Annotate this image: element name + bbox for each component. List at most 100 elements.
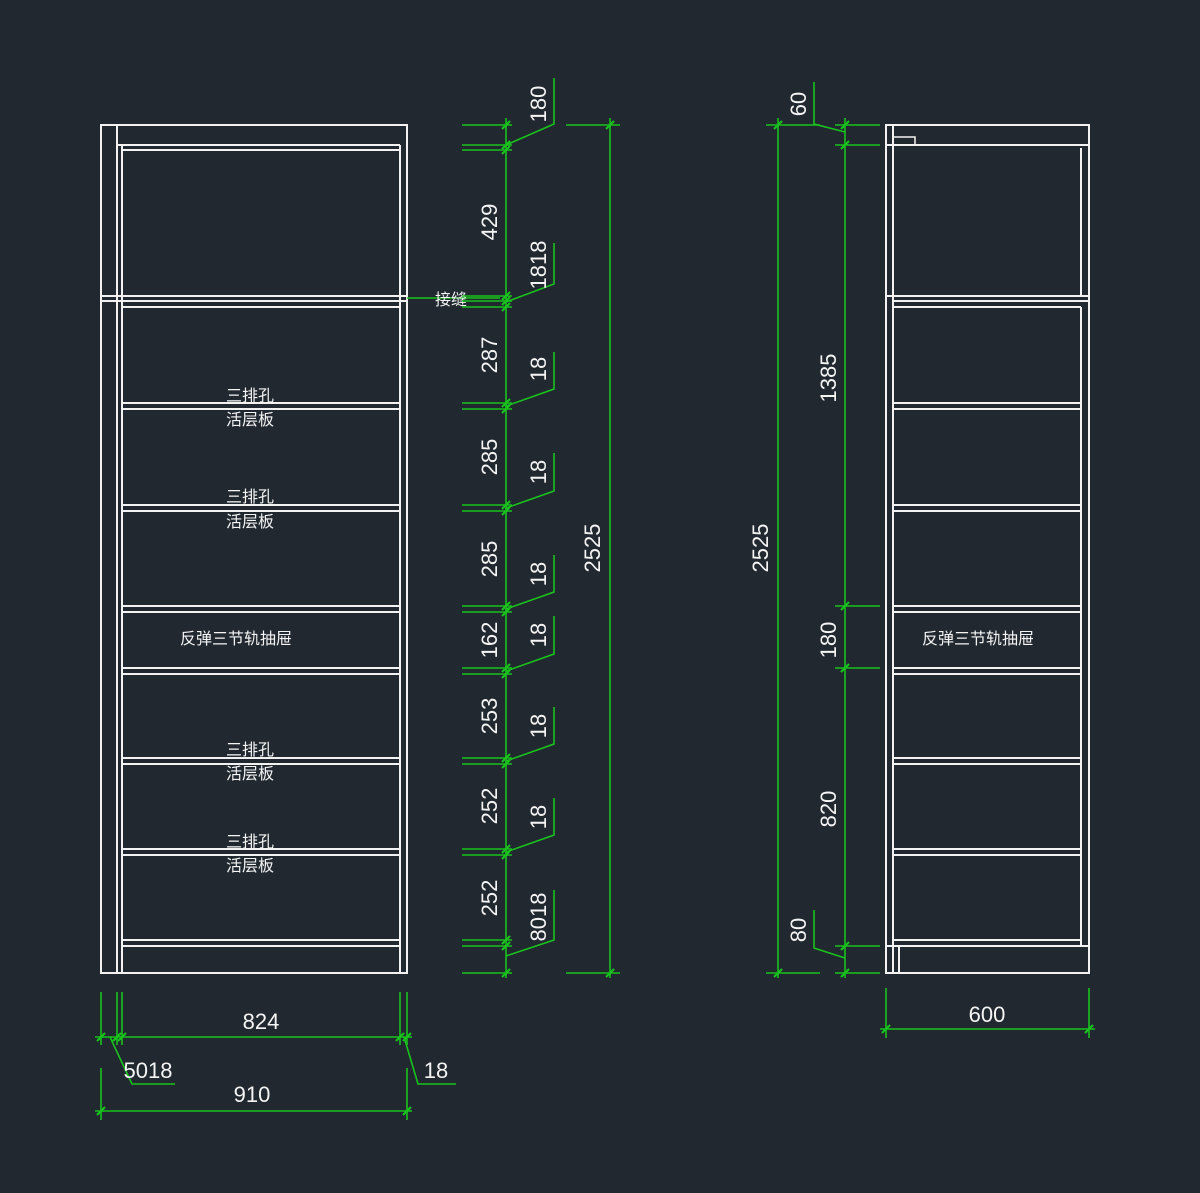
dimension-tick-mark	[840, 663, 850, 673]
leader-shelf-2	[505, 453, 555, 509]
dimension-tick-mark	[501, 500, 511, 510]
dimension-tick-mark	[840, 140, 850, 150]
dim-space-6: 252	[477, 788, 502, 825]
dimension-tick-mark	[501, 291, 511, 301]
dim-front-total-height: 2525	[580, 524, 605, 573]
leader-18-right	[403, 1036, 456, 1085]
dim-shelf-2: 18	[526, 460, 551, 484]
dim-side-lower: 820	[816, 791, 841, 828]
shelf-label-2-line2: 活层板	[226, 512, 274, 531]
dimension-tick-mark	[501, 398, 511, 408]
dimension-tick-mark	[402, 1032, 412, 1042]
dimension-tick-mark	[117, 1032, 127, 1042]
dim-shelf-4: 18	[526, 623, 551, 647]
dim-space-4: 285	[477, 541, 502, 578]
dimension-tick-mark	[501, 296, 511, 306]
dim-space-1: 429	[477, 204, 502, 241]
dimension-tick-mark	[840, 120, 850, 130]
dimension-tick-mark	[501, 941, 511, 951]
leader-shelf-5	[505, 707, 555, 762]
shelf-label-4-line2: 活层板	[226, 856, 274, 875]
dimension-tick-mark	[501, 850, 511, 860]
leader-5018	[109, 1036, 175, 1085]
dimension-tick-mark	[605, 120, 615, 130]
leader-bottom-8018	[505, 890, 555, 957]
dimension-tick-mark	[501, 404, 511, 414]
dimension-tick-mark	[773, 120, 783, 130]
dimension-tick-mark	[112, 1032, 122, 1042]
dimension-tick-mark	[501, 145, 511, 155]
side-top-detail	[893, 136, 916, 145]
leader-side-60	[813, 82, 846, 133]
shelf-label-4-line1: 三排孔	[226, 832, 274, 851]
dimension-tick-mark	[501, 753, 511, 763]
dimension-tick-mark	[1084, 1024, 1094, 1034]
side-view-cabinet	[885, 124, 1090, 974]
leader-side-80	[813, 910, 846, 959]
dimension-tick-mark	[501, 759, 511, 769]
dim-side-drawer: 180	[816, 622, 841, 659]
leader-shelf-6	[505, 798, 555, 853]
front-view-labels: 三排孔 活层板 三排孔 活层板 反弹三节轨抽屉 三排孔 活层板 三排孔 活层板 …	[180, 290, 500, 875]
dim-space-7: 252	[477, 880, 502, 917]
dimension-tick-mark	[501, 663, 511, 673]
dimension-tick-mark	[501, 968, 511, 978]
dimension-tick-mark	[501, 607, 511, 617]
dim-left-side: 5018	[124, 1058, 173, 1083]
front-bottom-dimensions: 824 5018 18 910	[95, 992, 456, 1120]
dim-drawer-space: 162	[477, 622, 502, 659]
front-vertical-dimensions: 180 429 1818 287 18 285 18 285 18 162 18…	[462, 78, 620, 978]
dim-shelf-6: 18	[526, 805, 551, 829]
dimension-tick-mark	[501, 844, 511, 854]
dim-side-top: 60	[786, 92, 811, 116]
dimension-tick-mark	[402, 1106, 412, 1116]
front-cabinet-outline	[100, 124, 408, 974]
dimension-tick-mark	[501, 302, 511, 312]
dimension-tick-mark	[501, 140, 511, 150]
dimension-tick-mark	[395, 1032, 405, 1042]
dimension-tick-mark	[773, 968, 783, 978]
dim-top-panel: 180	[526, 86, 551, 123]
dim-shelf-1: 18	[526, 357, 551, 381]
shelf-label-1-line1: 三排孔	[226, 386, 274, 405]
dimension-tick-mark	[840, 941, 850, 951]
front-view-cabinet	[100, 124, 408, 974]
dimension-tick-mark	[881, 1024, 891, 1034]
dim-right-side: 18	[424, 1058, 448, 1083]
shelf-label-2-line1: 三排孔	[226, 487, 274, 506]
joint-label: 接缝	[435, 290, 467, 309]
dim-total-width: 910	[234, 1082, 271, 1107]
dim-space-2: 287	[477, 337, 502, 374]
dim-shelf-5: 18	[526, 714, 551, 738]
side-cabinet-outline	[885, 124, 1090, 974]
leader-top-180	[505, 78, 555, 146]
dim-joint-panels: 1818	[526, 241, 551, 290]
dim-space-5: 253	[477, 698, 502, 735]
shelf-label-3-line2: 活层板	[226, 764, 274, 783]
drawer-label-front: 反弹三节轨抽屉	[180, 629, 292, 648]
leader-shelf-1	[505, 352, 555, 407]
dimension-tick-mark	[96, 1106, 106, 1116]
dim-side-upper: 1385	[816, 354, 841, 403]
dimension-tick-mark	[501, 120, 511, 130]
dim-space-3: 285	[477, 439, 502, 476]
dim-side-depth: 600	[969, 1002, 1006, 1027]
dimension-tick-mark	[605, 968, 615, 978]
shelf-label-1-line2: 活层板	[226, 410, 274, 429]
leader-shelf-3	[505, 555, 555, 610]
dim-bottom-panels: 8018	[526, 893, 551, 942]
dim-side-total-height: 2525	[748, 524, 773, 573]
drawer-label-side: 反弹三节轨抽屉	[922, 629, 1034, 648]
dimension-tick-mark	[501, 669, 511, 679]
leader-joint-1818	[505, 243, 555, 303]
shelf-label-3-line1: 三排孔	[226, 740, 274, 759]
leader-shelf-4	[505, 616, 555, 672]
dimension-tick-mark	[501, 506, 511, 516]
dim-shelf-3: 18	[526, 562, 551, 586]
dim-side-base: 80	[786, 918, 811, 942]
dimension-tick-mark	[501, 601, 511, 611]
dimension-tick-mark	[501, 935, 511, 945]
dimension-tick-mark	[840, 601, 850, 611]
dimension-ticks	[96, 120, 1094, 1116]
